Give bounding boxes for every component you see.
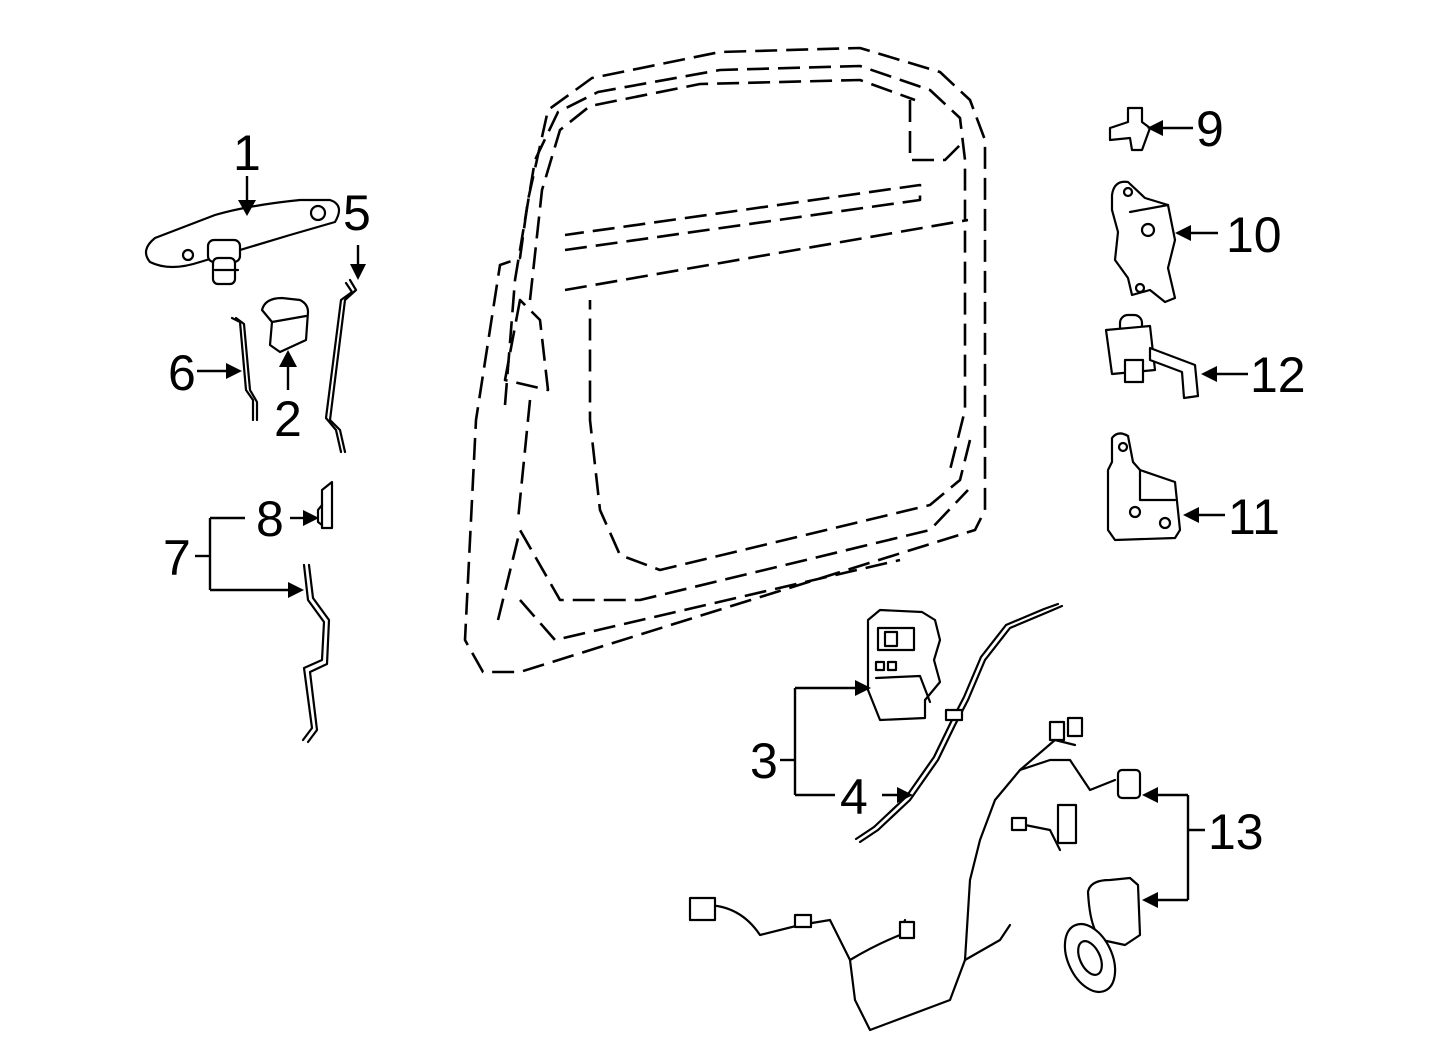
callout-3: 3 [750,733,778,789]
lock-cylinder-cap-part [260,296,310,354]
callout-2: 2 [274,391,302,447]
callout-10: 10 [1226,207,1282,263]
callout-labels: 1 2 3 4 5 6 7 8 9 10 11 12 13 [163,101,1306,860]
callout-1: 1 [233,125,261,181]
callout-5: 5 [343,185,371,241]
callout-12: 12 [1250,347,1306,403]
lower-hinge-part [1106,432,1182,542]
leader-lines [195,120,1248,908]
upper-hinge-part [1110,180,1177,304]
callout-9: 9 [1196,101,1224,157]
speaker-part [1063,876,1142,994]
lock-rod-part [324,278,358,454]
handle-rod-part [230,316,259,422]
callout-11: 11 [1228,489,1280,545]
callout-4: 4 [840,769,868,825]
wedge-bumper-part [1108,106,1152,152]
callout-6: 6 [168,345,196,401]
door-check-part [1104,313,1200,400]
door-latch-part [866,608,942,722]
release-cable-part [854,602,1064,844]
callout-13: 13 [1208,804,1264,860]
rod-clip-part [316,480,334,530]
wiring-harness-part [688,716,1142,1032]
callout-7: 7 [163,530,191,586]
callout-8: 8 [256,491,284,547]
door-shell-outline [463,46,987,674]
outside-handle-part [144,198,341,286]
inside-lock-rod-part [301,563,331,744]
